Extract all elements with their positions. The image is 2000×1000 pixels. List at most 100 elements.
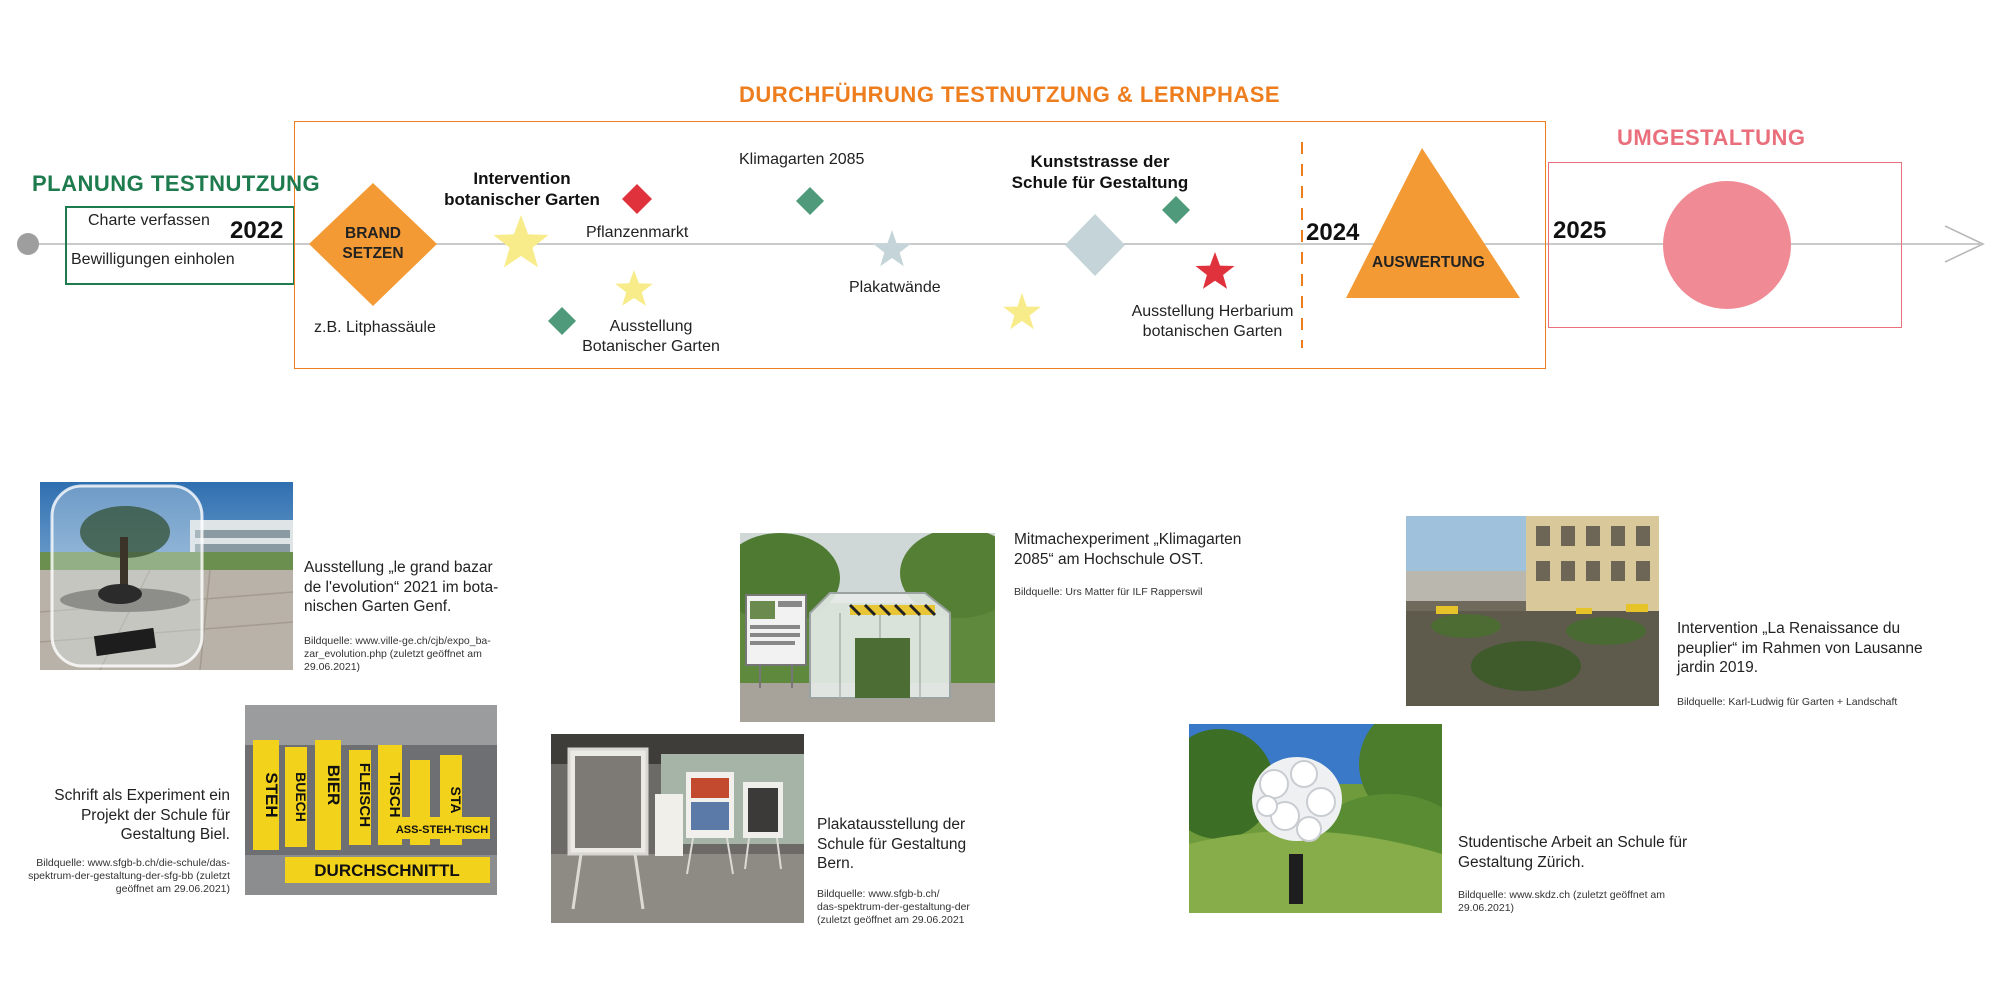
sign-text-6: BUECH — [293, 772, 309, 822]
event-climate-garden: Klimagarten 2085 — [739, 151, 865, 168]
photo-zuerich-image — [1189, 724, 1442, 913]
star-herbarium — [1195, 252, 1235, 289]
photo-plakat — [551, 734, 804, 923]
planning-permits: Bewilligungen einholen — [71, 251, 235, 268]
source-bazar-l3: 29.06.2021) — [304, 661, 361, 673]
diamond-exhibition — [548, 307, 576, 335]
source-schrift-l2: spektrum-der-gestaltung-der-sfg-bb (zule… — [28, 870, 230, 882]
year-2024: 2024 — [1306, 219, 1360, 246]
caption-zuerich: Studentische Arbeit an Schule für Gestal… — [1458, 833, 1687, 872]
event-art-street-line1: Kunststrasse der — [1030, 152, 1170, 171]
star-exhibition — [615, 270, 653, 306]
photo-zuerich — [1189, 724, 1442, 913]
caption-klimagarten-l1: Mitmachexperiment „Klimagarten — [1014, 531, 1242, 548]
star-art-street — [1003, 293, 1041, 330]
caption-bazar-l1: Ausstellung „le grand bazar — [304, 559, 493, 576]
caption-lausanne: Intervention „La Renaissance du peuplier… — [1677, 619, 1923, 678]
planning-charter: Charte verfassen — [88, 212, 210, 229]
evaluation-triangle — [1346, 148, 1520, 298]
source-schrift-l1: Bildquelle: www.sfgb-b.ch/die-schule/das… — [36, 857, 230, 869]
sign-text-8: ASS-STEH-TISCH — [396, 824, 488, 836]
timeline-arrowhead — [1944, 225, 1985, 263]
caption-bazar: Ausstellung „le grand bazar de l'evoluti… — [304, 558, 498, 617]
redesign-circle — [1663, 181, 1791, 309]
caption-zuerich-l2: Gestaltung Zürich. — [1458, 853, 1585, 871]
caption-bazar-l3: nischen Garten Genf. — [304, 598, 452, 615]
brand-note: z.B. Litphassäule — [314, 319, 436, 336]
event-plant-market: Pflanzenmarkt — [586, 224, 689, 241]
source-plakat-l1: Bildquelle: www.sfgb-b.ch/ — [817, 888, 940, 900]
event-herbarium-line1: Ausstellung Herbarium — [1131, 303, 1294, 320]
photo-plakat-image — [551, 734, 804, 923]
execution-frame — [294, 121, 1546, 369]
caption-lausanne-l1: Intervention „La Renaissance du — [1677, 620, 1901, 637]
event-art-street-line2: Schule für Gestaltung — [1011, 173, 1189, 192]
caption-klimagarten-l2: 2085“ am Hochschule OST. — [1014, 550, 1204, 568]
caption-lausanne-l2: peuplier“ im Rahmen von Lausanne — [1677, 639, 1923, 657]
year-2022: 2022 — [230, 217, 284, 244]
caption-plakat-l2: Schule für Gestaltung — [817, 835, 967, 853]
event-intervention-line1: Intervention — [473, 169, 571, 188]
photo-lausanne — [1406, 516, 1659, 706]
caption-zuerich-l1: Studentische Arbeit an Schule für — [1458, 834, 1688, 851]
event-exhibition: Ausstellung Botanischer Garten — [566, 317, 736, 357]
event-exhibition-line1: Ausstellung — [609, 318, 693, 335]
photo-klimagarten-image — [740, 533, 995, 722]
timeline-start-dot — [17, 233, 39, 255]
sign-text-1: STEH — [262, 772, 281, 817]
source-zuerich-l1: Bildquelle: www.skdz.ch (zuletzt geöffne… — [1458, 889, 1665, 901]
caption-plakat-l1: Plakatausstellung der — [817, 816, 966, 833]
photo-schrift-image: STEH BIER FLEISCH TISCH STA BUECH DURCHS… — [245, 705, 497, 895]
caption-schrift-l3: Gestaltung Biel. — [120, 826, 230, 843]
brand-diamond — [309, 183, 437, 306]
planning-heading: PLANUNG TESTNUTZUNG — [32, 171, 321, 196]
photo-bazar — [40, 482, 293, 670]
photo-schrift: STEH BIER FLEISCH TISCH STA BUECH DURCHS… — [245, 705, 497, 895]
timeline-diagram — [17, 142, 1985, 348]
caption-klimagarten: Mitmachexperiment „Klimagarten 2085“ am … — [1014, 530, 1241, 569]
source-plakat: Bildquelle: www.sfgb-b.ch/ das-spektrum-… — [817, 888, 970, 927]
caption-bazar-l2: de l'evolution“ 2021 im bota- — [304, 578, 499, 596]
source-schrift: Bildquelle: www.sfgb-b.ch/die-schule/das… — [10, 857, 230, 896]
source-bazar: Bildquelle: www.ville-ge.ch/cjb/expo_ba-… — [304, 635, 491, 674]
source-bazar-l1: Bildquelle: www.ville-ge.ch/cjb/expo_ba- — [304, 635, 491, 647]
sign-text-2: BIER — [324, 765, 343, 806]
event-intervention-line2: botanischer Garten — [444, 190, 600, 209]
event-herbarium: Ausstellung Herbarium botanischen Garten — [1120, 302, 1305, 342]
evaluation-label: AUSWERTUNG — [1372, 254, 1485, 271]
sign-text-5: STA — [448, 787, 464, 814]
caption-lausanne-l3: jardin 2019. — [1677, 659, 1759, 676]
redesign-heading: UMGESTALTUNG — [1617, 125, 1806, 150]
execution-heading: DURCHFÜHRUNG TESTNUTZUNG & LERNPHASE — [739, 82, 1281, 107]
source-zuerich-l2: 29.06.2021) — [1458, 902, 1515, 914]
brand-label-line2: SETZEN — [342, 245, 404, 262]
caption-schrift-l1: Schrift als Experiment ein — [54, 787, 230, 804]
caption-plakat-l3: Bern. — [817, 855, 855, 872]
event-posters: Plakatwände — [849, 279, 941, 296]
photo-bazar-image — [40, 482, 293, 670]
event-exhibition-line2: Botanischer Garten — [582, 338, 720, 355]
source-plakat-l3: (zuletzt geöffnet am 29.06.2021 — [817, 914, 965, 926]
source-klimagarten: Bildquelle: Urs Matter für ILF Rapperswi… — [1014, 586, 1203, 598]
sign-text-4: TISCH — [386, 773, 403, 818]
year-2025: 2025 — [1553, 217, 1607, 244]
sign-text-3: FLEISCH — [356, 763, 373, 827]
event-herbarium-line2: botanischen Garten — [1142, 323, 1283, 340]
caption-plakat: Plakatausstellung der Schule für Gestalt… — [817, 815, 966, 874]
photo-lausanne-image — [1406, 516, 1659, 706]
photo-klimagarten — [740, 533, 995, 722]
brand-label: BRAND SETZEN — [323, 224, 423, 264]
source-lausanne: Bildquelle: Karl-Ludwig für Garten + Lan… — [1677, 696, 1898, 708]
star-posters — [873, 230, 911, 267]
diamond-art-street — [1065, 214, 1125, 276]
sign-text-7: DURCHSCHNITTL — [314, 861, 459, 880]
diamond-art-street-small — [1162, 196, 1190, 224]
source-schrift-l3: geöffnet am 29.06.2021) — [115, 883, 230, 895]
redesign-frame — [1548, 162, 1902, 328]
star-intervention — [493, 215, 549, 268]
caption-schrift: Schrift als Experiment ein Projekt der S… — [20, 786, 230, 845]
event-intervention: Intervention botanischer Garten — [432, 168, 612, 210]
event-art-street: Kunststrasse der Schule für Gestaltung — [1000, 151, 1200, 193]
diamond-climate-garden — [796, 187, 824, 215]
brand-label-line1: BRAND — [345, 225, 401, 242]
